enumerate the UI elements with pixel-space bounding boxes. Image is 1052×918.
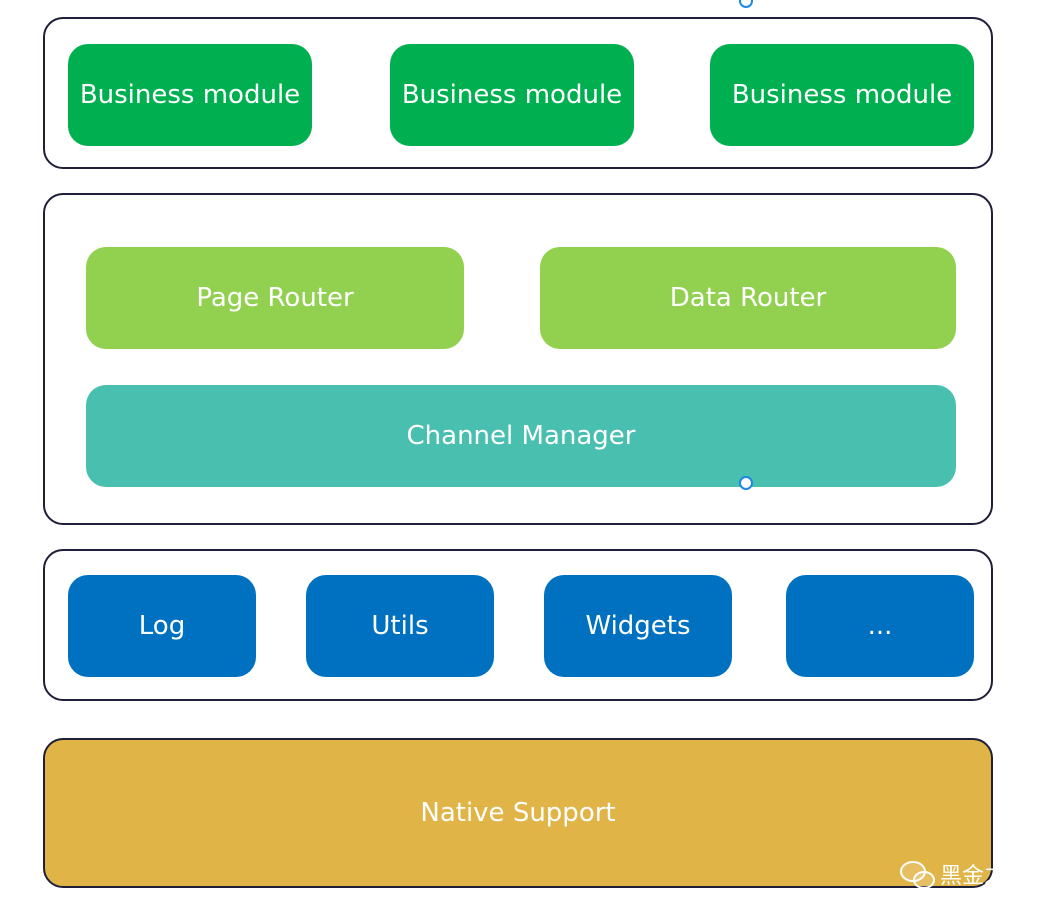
base-item-widgets[interactable]: Widgets bbox=[544, 575, 732, 677]
business-layer: Business module Business module Business… bbox=[43, 17, 993, 169]
business-module-2-label: Business module bbox=[401, 80, 623, 110]
base-item-more[interactable]: ... bbox=[786, 575, 974, 677]
business-module-3-label: Business module bbox=[731, 80, 953, 110]
business-module-1-label: Business module bbox=[79, 80, 301, 110]
business-module-1[interactable]: Business module bbox=[68, 44, 312, 146]
page-router-label: Page Router bbox=[196, 283, 354, 313]
base-item-log-label: Log bbox=[138, 611, 186, 641]
watermark: 黑金之路 bbox=[899, 858, 1028, 890]
native-support[interactable]: Native Support bbox=[43, 738, 993, 888]
data-router-label: Data Router bbox=[669, 283, 827, 313]
router-layer: Page Router Data Router Channel Manager bbox=[43, 193, 993, 525]
business-module-2[interactable]: Business module bbox=[390, 44, 634, 146]
base-item-log[interactable]: Log bbox=[68, 575, 256, 677]
selection-handle-top[interactable] bbox=[739, 0, 753, 8]
page-router[interactable]: Page Router bbox=[86, 247, 464, 349]
base-layer: Log Utils Widgets ... bbox=[43, 549, 993, 701]
base-item-more-label: ... bbox=[867, 611, 893, 641]
base-item-utils[interactable]: Utils bbox=[306, 575, 494, 677]
wechat-icon bbox=[899, 861, 935, 889]
base-item-utils-label: Utils bbox=[371, 611, 429, 641]
selection-handle[interactable] bbox=[739, 476, 753, 490]
data-router[interactable]: Data Router bbox=[540, 247, 956, 349]
watermark-sub: @稀土掘金技术社区 bbox=[902, 891, 1028, 907]
base-item-widgets-label: Widgets bbox=[585, 611, 691, 641]
native-support-label: Native Support bbox=[420, 798, 616, 828]
channel-manager-label: Channel Manager bbox=[406, 421, 636, 451]
watermark-name: 黑金之路 bbox=[939, 864, 1028, 889]
channel-manager[interactable]: Channel Manager bbox=[86, 385, 956, 487]
business-module-3[interactable]: Business module bbox=[710, 44, 974, 146]
